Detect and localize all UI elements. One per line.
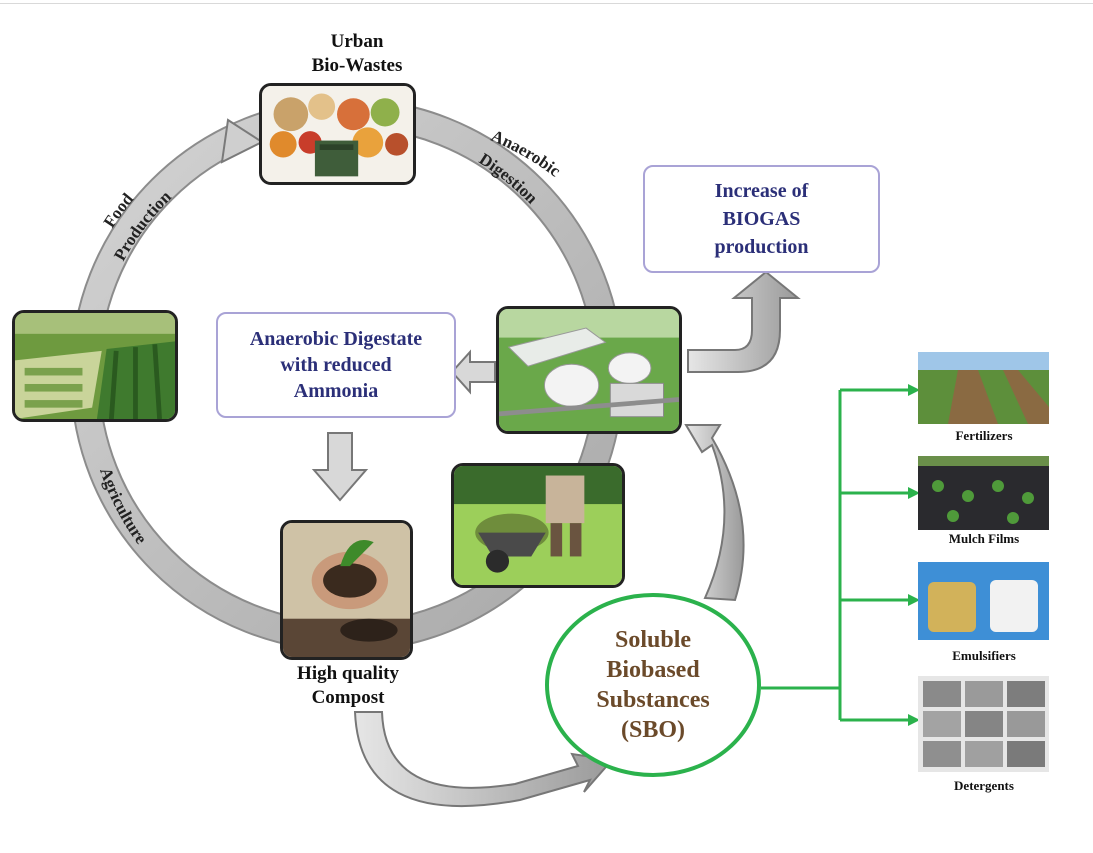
agriculture-field-photo xyxy=(12,310,178,422)
emulsifiers-label: Emulsifiers xyxy=(952,648,1016,663)
fertilizers-label: Fertilizers xyxy=(955,428,1013,443)
biogas-arrow xyxy=(687,270,801,373)
mulch-films-label: Mulch Films xyxy=(948,531,1020,546)
detergents-photo xyxy=(918,676,1049,772)
urban-biowastes-photo xyxy=(259,83,416,185)
compost-photo xyxy=(280,520,413,660)
biogas-plant-photo xyxy=(496,306,682,434)
sbo-return-arrow xyxy=(684,424,745,602)
fertilizers-photo xyxy=(918,352,1049,424)
product-connectors xyxy=(761,388,912,722)
food-production-arrowhead xyxy=(220,118,265,164)
top-divider xyxy=(0,3,1093,4)
detergents-label: Detergents xyxy=(954,778,1014,793)
connector-arrowheads xyxy=(908,384,920,726)
digestate-arrow xyxy=(450,349,496,395)
emulsifiers-photo xyxy=(918,562,1049,640)
mulch-films-photo xyxy=(918,456,1049,530)
compost-down-arrow xyxy=(311,432,369,502)
wheelbarrow-photo xyxy=(451,463,625,588)
